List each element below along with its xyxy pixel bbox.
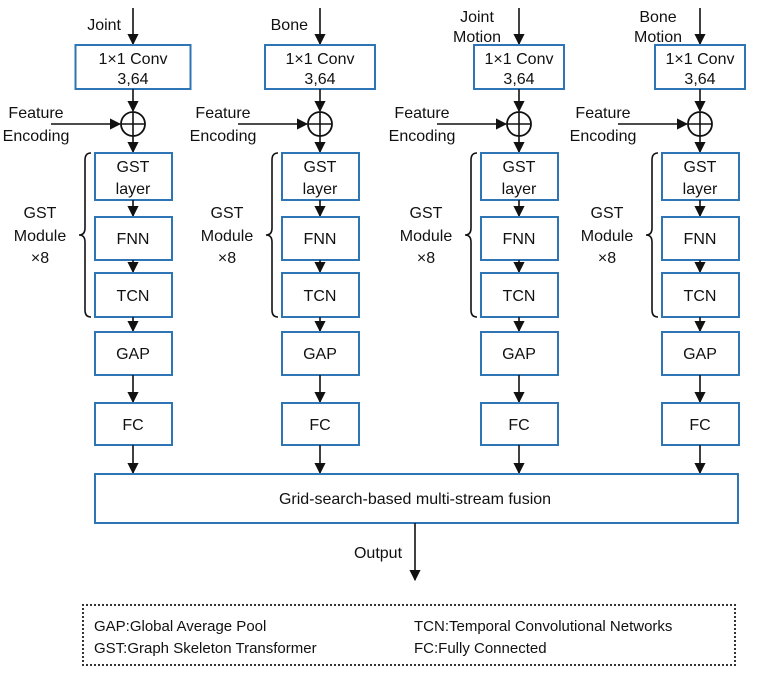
gst-layer-label: GST xyxy=(503,159,536,176)
module-label: Module xyxy=(581,228,634,245)
gst-layer-label: layer xyxy=(683,181,718,198)
legend-tcn: TCN:Temporal Convolutional Networks xyxy=(414,618,673,635)
feature-encoding-label: Encoding xyxy=(3,128,70,145)
conv-box xyxy=(654,44,746,90)
fnn-label: FNN xyxy=(684,231,717,248)
module-label: ×8 xyxy=(598,250,616,267)
gst-layer-label: GST xyxy=(304,159,337,176)
gst-layer-label: layer xyxy=(116,181,151,198)
stream-input-label: Joint xyxy=(87,17,121,34)
fnn-label: FNN xyxy=(503,231,536,248)
feature-encoding-label: Feature xyxy=(394,105,449,122)
module-label: Module xyxy=(14,228,67,245)
fnn-box xyxy=(281,216,360,261)
gap-label: GAP xyxy=(303,346,337,363)
module-label: GST xyxy=(591,205,624,222)
gap-box xyxy=(480,331,559,376)
stream-input-label: Bone xyxy=(639,9,676,26)
stream-input-label: Bone xyxy=(271,17,308,34)
legend-gap: GAP:Global Average Pool xyxy=(94,618,267,635)
gap-label: GAP xyxy=(116,346,150,363)
module-label: ×8 xyxy=(31,250,49,267)
conv-box xyxy=(473,44,565,90)
module-brace xyxy=(78,152,92,318)
fusion-label: Grid-search-based multi-stream fusion xyxy=(279,491,551,508)
gst-layer-label: layer xyxy=(502,181,537,198)
tcn-label: TCN xyxy=(503,288,536,305)
stream-input-label: Motion xyxy=(634,29,682,46)
conv-label: 3,64 xyxy=(684,71,715,88)
fc-box xyxy=(281,402,360,446)
fnn-label: FNN xyxy=(304,231,337,248)
gap-box xyxy=(281,331,360,376)
fc-box xyxy=(480,402,559,446)
fnn-label: FNN xyxy=(117,231,150,248)
gap-box xyxy=(661,331,740,376)
stream-input-label: Motion xyxy=(453,29,501,46)
feature-encoding-label: Feature xyxy=(195,105,250,122)
gst-layer-label: GST xyxy=(684,159,717,176)
conv-label: 1×1 Conv xyxy=(666,51,735,68)
feature-encoding-label: Feature xyxy=(575,105,630,122)
module-label: GST xyxy=(211,205,244,222)
feature-encoding-label: Encoding xyxy=(389,128,456,145)
feature-encoding-label: Encoding xyxy=(570,128,637,145)
output-label: Output xyxy=(354,545,403,562)
conv-label: 3,64 xyxy=(117,71,148,88)
fc-label: FC xyxy=(508,417,529,434)
module-label: GST xyxy=(410,205,443,222)
tcn-box xyxy=(661,272,740,318)
module-brace xyxy=(265,152,279,318)
legend-gst: GST:Graph Skeleton Transformer xyxy=(94,640,317,657)
tcn-label: TCN xyxy=(684,288,717,305)
tcn-label: TCN xyxy=(304,288,337,305)
conv-label: 1×1 Conv xyxy=(99,51,168,68)
gst-layer-label: layer xyxy=(303,181,338,198)
conv-label: 3,64 xyxy=(304,71,335,88)
conv-label: 1×1 Conv xyxy=(485,51,554,68)
gst-layer-label: GST xyxy=(117,159,150,176)
gap-label: GAP xyxy=(683,346,717,363)
module-brace xyxy=(645,152,659,318)
module-label: ×8 xyxy=(417,250,435,267)
stream-input-label: Joint xyxy=(460,9,494,26)
module-brace xyxy=(464,152,478,318)
fc-box xyxy=(661,402,740,446)
feature-encoding-label: Feature xyxy=(8,105,63,122)
fusion-box xyxy=(94,473,739,524)
gap-label: GAP xyxy=(502,346,536,363)
conv-label: 3,64 xyxy=(503,71,534,88)
fc-label: FC xyxy=(309,417,330,434)
module-label: ×8 xyxy=(218,250,236,267)
fnn-box xyxy=(661,216,740,261)
legend-box: GAP:Global Average Pool GST:Graph Skelet… xyxy=(82,604,736,666)
tcn-label: TCN xyxy=(117,288,150,305)
fc-label: FC xyxy=(122,417,143,434)
module-label: Module xyxy=(201,228,254,245)
gst-layer-box xyxy=(480,152,559,201)
feature-encoding-label: Encoding xyxy=(190,128,257,145)
module-label: Module xyxy=(400,228,453,245)
tcn-box xyxy=(94,272,173,318)
conv-label: 1×1 Conv xyxy=(286,51,355,68)
fc-label: FC xyxy=(689,417,710,434)
module-label: GST xyxy=(24,205,57,222)
legend-fc: FC:Fully Connected xyxy=(414,640,547,657)
